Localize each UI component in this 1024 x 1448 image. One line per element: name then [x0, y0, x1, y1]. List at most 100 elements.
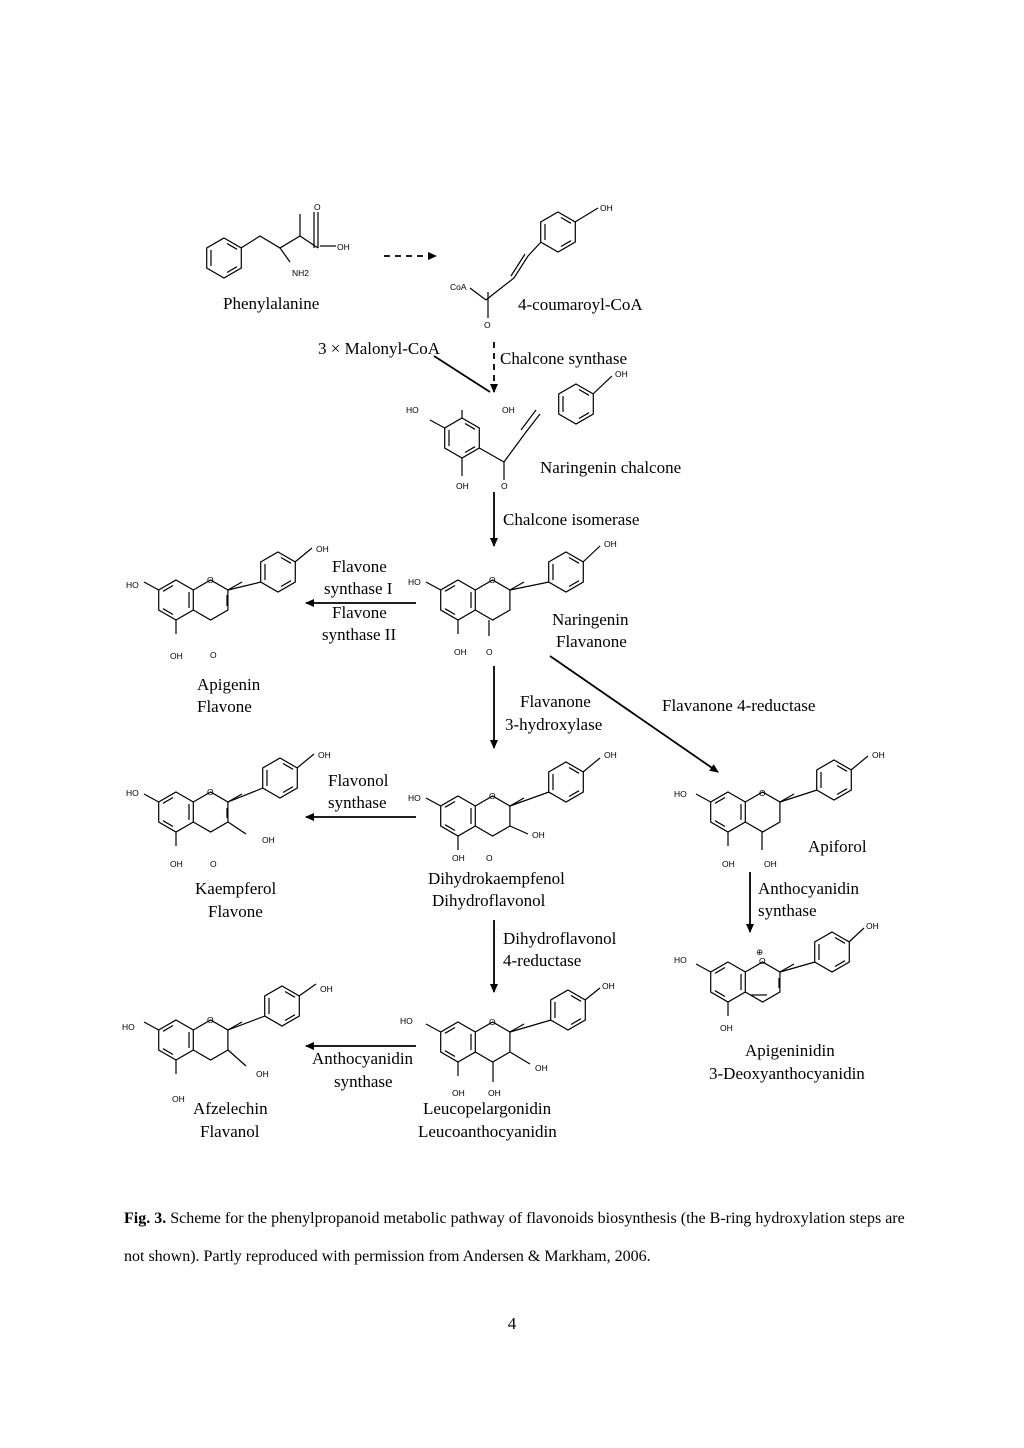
dihydroflavonol-class-label: Dihydroflavonol	[432, 891, 546, 910]
flavanone-class-label: Flavanone	[556, 632, 627, 651]
atom-label: HO	[400, 1016, 413, 1026]
atom-label: O	[207, 787, 214, 797]
atom-label: O	[759, 956, 766, 966]
enzyme-label: Dihydroflavonol	[503, 929, 617, 948]
leucopelargonidin-label: Leucopelargonidin	[423, 1099, 552, 1118]
chalcone-isomerase-label: Chalcone isomerase	[503, 510, 639, 529]
atom-label: CoA	[450, 282, 467, 292]
enzyme-label: 3-hydroxylase	[505, 715, 602, 734]
atom-label: O	[314, 202, 321, 212]
atom-label: O	[489, 791, 496, 801]
apigeninidin-structure: HO O ⊕ OH OH	[674, 921, 879, 1033]
leucopelargonidin-structure: HO O OH OH OH OH	[400, 981, 615, 1098]
atom-label: OH	[452, 853, 465, 863]
flavone-class-label: Flavone	[208, 902, 263, 921]
naringenin-chalcone-structure: HO OH OH O OH	[406, 369, 628, 491]
atom-label: O	[207, 575, 214, 585]
enzyme-label: Flavone	[332, 603, 387, 622]
apigeninidin-label: Apigeninidin	[745, 1041, 835, 1060]
atom-label: OH	[764, 859, 777, 869]
kaempferol-structure: HO O OH O OH OH	[126, 750, 331, 869]
figure-caption: Fig. 3. Scheme for the phenylpropanoid m…	[124, 1200, 924, 1276]
reductase-arrow	[549, 655, 719, 773]
atom-label: OH	[320, 984, 333, 994]
apigenin-label: Apigenin	[197, 675, 261, 694]
atom-label: OH	[172, 1094, 185, 1104]
leucoanthocyanidin-class-label: Leucoanthocyanidin	[418, 1122, 557, 1141]
atom-label: O	[210, 859, 217, 869]
atom-label: HO	[126, 580, 139, 590]
atom-label: OH	[170, 651, 183, 661]
enzyme-label: synthase II	[322, 625, 396, 644]
atom-label: OH	[170, 859, 183, 869]
atom-label: OH	[872, 750, 885, 760]
atom-label: OH	[602, 981, 615, 991]
malonyl-coa-label: 3 × Malonyl-CoA	[318, 339, 441, 358]
atom-label: OH	[600, 203, 613, 213]
apiforol-label: Apiforol	[808, 837, 867, 856]
page-number: 4	[507, 1314, 517, 1333]
flavone-class-label: Flavone	[197, 697, 252, 716]
coumaroyl-coa-structure: OH CoA O	[450, 203, 613, 330]
atom-label: OH	[256, 1069, 269, 1079]
phenylalanine-label: Phenylalanine	[223, 294, 319, 313]
caption-label: Fig. 3.	[124, 1210, 167, 1227]
enzyme-label: Anthocyanidin	[312, 1049, 414, 1068]
naringenin-structure: HO O OH O OH	[408, 539, 617, 657]
enzyme-label: synthase	[334, 1072, 393, 1091]
atom-label: OH	[456, 481, 469, 491]
coumaroyl-coa-label: 4-coumaroyl-CoA	[518, 295, 643, 314]
atom-label: OH	[722, 859, 735, 869]
atom-label: OH	[262, 835, 275, 845]
malonyl-arrow	[433, 355, 491, 393]
atom-label: O	[489, 1017, 496, 1027]
apiforol-structure: HO O OH OH OH	[674, 750, 885, 869]
naringenin-label: Naringenin	[552, 610, 629, 629]
chalcone-synthase-label: Chalcone synthase	[500, 349, 627, 368]
atom-label: O	[486, 647, 493, 657]
atom-label: OH	[452, 1088, 465, 1098]
atom-label: O	[207, 1015, 214, 1025]
atom-label: OH	[454, 647, 467, 657]
enzyme-label: synthase	[758, 901, 817, 920]
atom-label: HO	[674, 789, 687, 799]
atom-label: OH	[615, 369, 628, 379]
atom-label: OH	[502, 405, 515, 415]
atom-label: OH	[535, 1063, 548, 1073]
apigenin-structure: HO O OH O OH	[126, 544, 329, 661]
atom-label: OH	[337, 242, 350, 252]
flavanol-class-label: Flavanol	[200, 1122, 260, 1141]
atom-label: OH	[318, 750, 331, 760]
atom-label: HO	[674, 955, 687, 965]
enzyme-label: Flavone	[332, 557, 387, 576]
enzyme-label: Flavonol	[328, 771, 389, 790]
atom-label: O	[501, 481, 508, 491]
atom-label: HO	[406, 405, 419, 415]
afzelechin-structure: HO O OH OH OH	[122, 983, 333, 1104]
afzelechin-label: Afzelechin	[193, 1099, 268, 1118]
plus-charge: ⊕	[756, 947, 763, 957]
atom-label: O	[210, 650, 217, 660]
atom-label: OH	[604, 750, 617, 760]
atom-label: OH	[316, 544, 329, 554]
atom-label: OH	[488, 1088, 501, 1098]
atom-label: HO	[408, 577, 421, 587]
atom-label: OH	[720, 1023, 733, 1033]
enzyme-label: Flavanone 4-reductase	[662, 696, 815, 715]
atom-label: OH	[866, 921, 879, 931]
phenylalanine-structure: O OH NH2	[206, 202, 350, 279]
atom-label: O	[486, 853, 493, 863]
dihydrokaempferol-structure: HO O OH O OH OH	[408, 750, 617, 863]
atom-label: O	[489, 575, 496, 585]
enzyme-label: Flavanone	[520, 692, 591, 711]
atom-label: O	[484, 320, 491, 330]
naringenin-chalcone-label: Naringenin chalcone	[540, 458, 681, 477]
atom-label: OH	[604, 539, 617, 549]
atom-label: HO	[408, 793, 421, 803]
deoxyanthocyanidin-class-label: 3-Deoxyanthocyanidin	[709, 1064, 865, 1083]
kaempferol-label: Kaempferol	[195, 879, 276, 898]
atom-label: OH	[532, 830, 545, 840]
atom-label: HO	[126, 788, 139, 798]
enzyme-label: synthase I	[324, 579, 393, 598]
